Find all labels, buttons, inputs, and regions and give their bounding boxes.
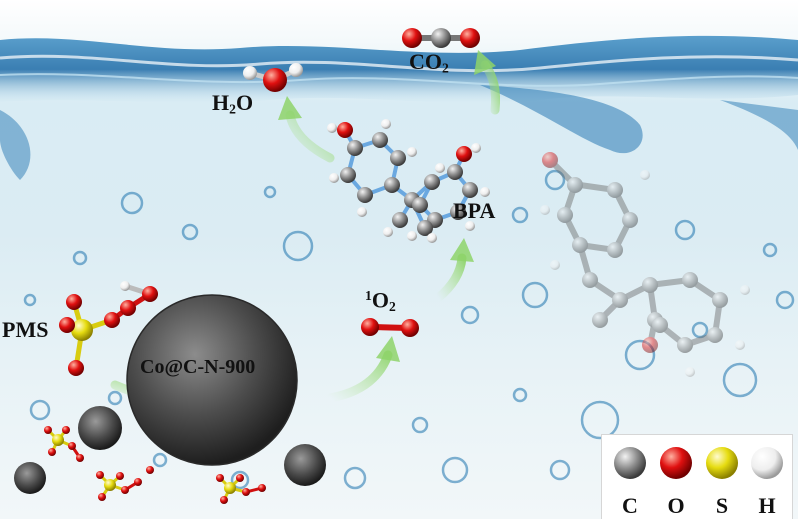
arrow-to-water [285,110,335,163]
legend-oxygen-atom [660,447,692,479]
water-label: H2O [212,90,254,117]
pms-molecule [59,281,158,376]
arrowhead-to-co2 [474,50,496,75]
arrow-to-singlet-oxygen [325,350,393,403]
ghost-bpa-molecule [540,152,750,377]
arrow-to-bpa [433,253,467,303]
legend-label-c: C [622,493,638,518]
bpa-molecule [327,119,490,243]
water-molecule [243,63,303,92]
legend-hydrogen-atom [751,447,783,479]
co2-label: CO2 [409,49,449,76]
small-pms-molecules [44,426,266,504]
arrowhead-to-water [278,96,302,120]
bubbles [23,169,795,490]
atom-legend: C O S H [601,434,793,519]
legend-label-o: O [667,493,685,518]
catalyst-label: Co@C-N-900 [140,356,256,378]
legend-carbon-atom [614,447,646,479]
pms-label: PMS [2,317,49,342]
legend-label-s: S [715,493,729,518]
legend-sulfur-atom [706,447,738,479]
bpa-label: BPA [453,198,496,223]
arrowhead-to-singlet-oxygen [376,336,400,362]
legend-atoms [614,447,783,479]
singlet-oxygen-molecule [361,318,419,337]
catalyst-sphere [126,294,298,466]
legend-label-h: H [758,493,776,518]
water-surface [0,35,798,180]
arrowhead-to-bpa [450,238,474,262]
small-catalyst-particles [14,406,326,494]
singlet-oxygen-label: 1O2 [365,287,396,314]
co2-molecule [402,28,480,48]
